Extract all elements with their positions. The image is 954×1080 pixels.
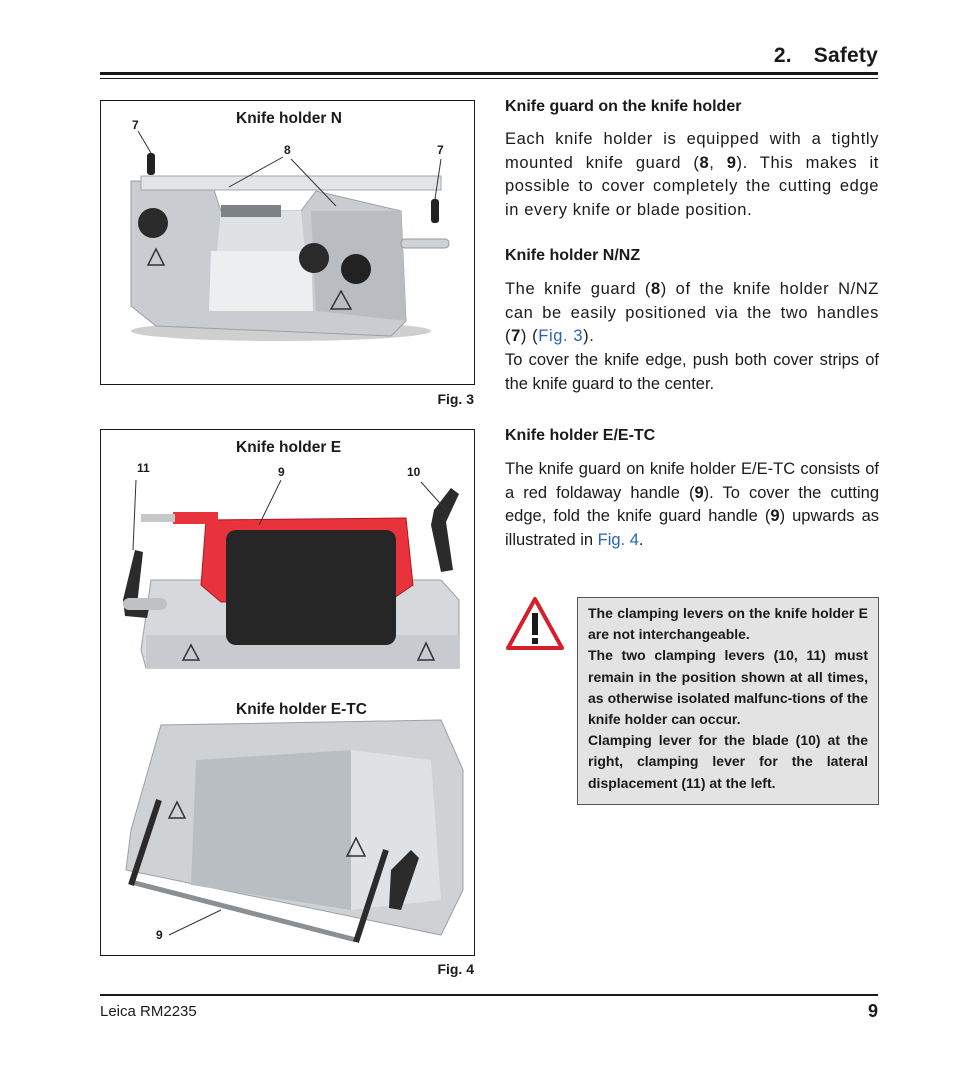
callout-11: 11 — [137, 461, 150, 475]
warning-line-3: Clamping lever for the blade (10) at the… — [588, 732, 868, 791]
figure-4-title-etc: Knife holder E-TC — [236, 701, 367, 718]
knife-holder-n-illustration — [130, 130, 450, 341]
header-rule-thick — [100, 72, 878, 75]
warning-line-2: The two clamping levers (10, 11) must re… — [588, 647, 868, 728]
section-number: 2. — [773, 44, 792, 67]
paragraph-knife-holder-n-nz: The knife guard (8) of the knife holder … — [505, 280, 879, 345]
section-heading: 2. Safety — [774, 44, 878, 68]
paragraph-cover-edge: To cover the knife edge, push both cover… — [505, 351, 879, 393]
callout-9-bottom: 9 — [156, 928, 163, 942]
heading-knife-guard: Knife guard on the knife holder — [505, 98, 742, 115]
header-rule-thin — [100, 78, 878, 79]
callout-7-left: 7 — [132, 118, 139, 132]
page-number: 9 — [867, 1001, 878, 1021]
knife-holder-e-illustration — [123, 479, 464, 943]
callout-8: 8 — [284, 143, 291, 157]
paragraph-knife-holder-e-etc: The knife guard on knife holder E/E-TC c… — [505, 460, 879, 549]
callout-7-right: 7 — [437, 143, 444, 157]
footer-rule — [100, 994, 878, 996]
fig-4-link[interactable]: Fig. 4 — [597, 530, 639, 549]
footer-product: Leica RM2235 — [100, 1003, 197, 1020]
heading-knife-holder-n-nz: Knife holder N/NZ — [505, 247, 641, 264]
heading-knife-holder-e-etc: Knife holder E/E-TC — [505, 427, 656, 444]
figure-3-box: Knife holder N 7 8 7 — [100, 100, 475, 385]
figure-3-title: Knife holder N — [236, 110, 342, 127]
callout-10: 10 — [407, 465, 421, 479]
figure-4-title-e: Knife holder E — [236, 439, 342, 456]
warning-triangle-icon — [506, 597, 564, 650]
figure-4-box: Knife holder E 11 9 10 Knife holder E-TC… — [100, 429, 475, 956]
paragraph-knife-guard: Each knife holder is equipped with a tig… — [505, 130, 879, 219]
figure-3-caption: Fig. 3 — [437, 391, 474, 407]
callout-9-top: 9 — [278, 465, 285, 479]
warning-line-1: The clamping levers on the knife holder … — [588, 605, 868, 643]
fig-3-link[interactable]: Fig. 3 — [538, 327, 584, 345]
warning-box: The clamping levers on the knife holder … — [577, 597, 879, 805]
section-title: Safety — [813, 44, 878, 67]
figure-4-caption: Fig. 4 — [437, 961, 474, 977]
